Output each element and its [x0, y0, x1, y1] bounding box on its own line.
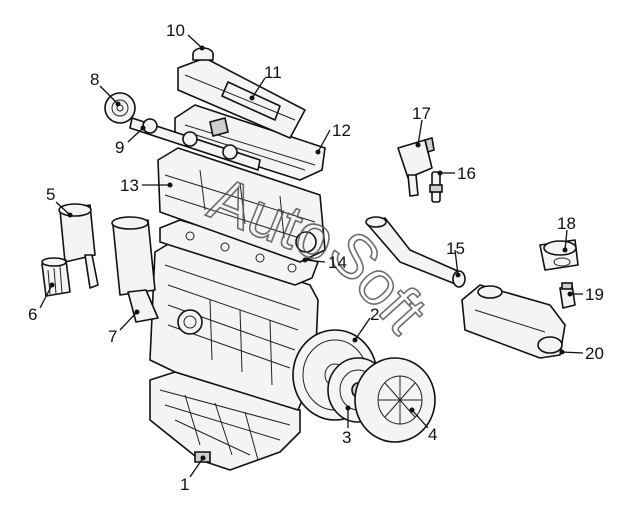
oil-filter-element: [41, 257, 71, 297]
callout-12: 12: [332, 121, 351, 140]
callout-1: 1: [180, 475, 189, 494]
coolant-pipe: [365, 216, 466, 288]
oil-sump: [149, 371, 301, 471]
leader-lines: [39, 34, 584, 478]
head-gasket: [159, 219, 319, 286]
callout-14: 14: [328, 253, 347, 272]
air-filter: [111, 216, 159, 323]
callout-9: 9: [115, 138, 124, 157]
temperature-sensor: [559, 282, 576, 309]
callout-20: 20: [585, 344, 604, 363]
callout-16: 16: [457, 164, 476, 183]
callout-15: 15: [446, 239, 465, 258]
coolant-manifold: [461, 284, 566, 359]
callout-5: 5: [46, 185, 55, 204]
ignition-coil: [397, 136, 435, 197]
callout-3: 3: [342, 428, 351, 447]
pressure-plate: [354, 357, 436, 443]
callout-7: 7: [108, 327, 117, 346]
callout-labels: 1 2 3 4 5 6 7 8 9 10 11 12 13 14 15 16 1…: [28, 21, 604, 494]
camshaft: [129, 117, 261, 171]
callout-11: 11: [264, 63, 282, 82]
cylinder-head: [157, 147, 326, 263]
cam-sprocket: [104, 92, 136, 124]
callout-13: 13: [120, 176, 139, 195]
callout-10: 10: [166, 21, 185, 40]
callout-8: 8: [90, 70, 99, 89]
cam-housing: [174, 104, 326, 181]
spark-plug: [429, 171, 443, 203]
callout-17: 17: [412, 104, 431, 123]
callout-4: 4: [428, 425, 437, 444]
callout-19: 19: [585, 285, 604, 304]
thermostat-housing: [539, 239, 579, 271]
callout-6: 6: [28, 305, 37, 324]
callout-18: 18: [557, 214, 576, 233]
callout-2: 2: [370, 305, 379, 324]
